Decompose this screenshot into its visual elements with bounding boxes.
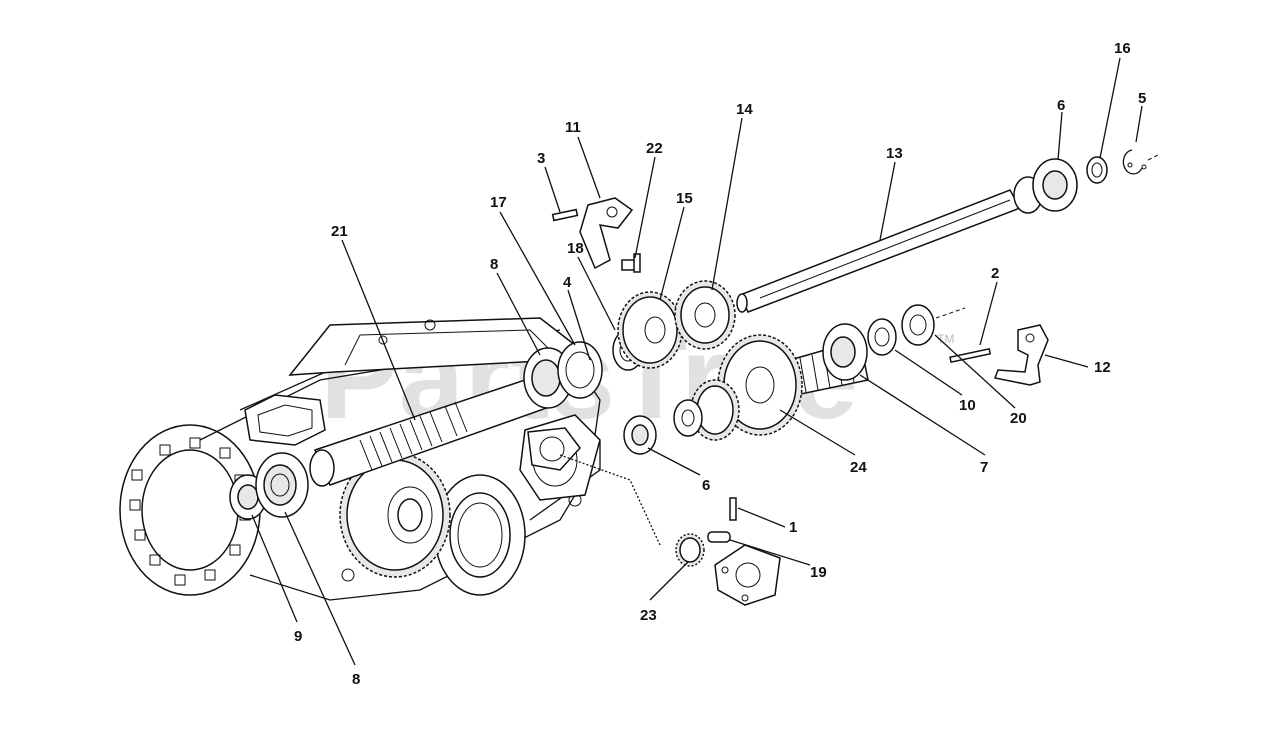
gear-15: [617, 291, 683, 369]
bearing-6-upper: [1013, 158, 1078, 214]
ring-gear: [339, 452, 451, 578]
callout-5: 5: [1138, 90, 1146, 107]
callout-13: 13: [886, 145, 903, 162]
callout-24: 24: [850, 459, 867, 476]
callout-9: 9: [294, 628, 302, 645]
callout-23: 23: [640, 607, 657, 624]
shift-fork-11: [579, 197, 634, 270]
callout-19: 19: [810, 564, 827, 581]
input-shaft-21: [309, 374, 557, 487]
callout-8-upper: 8: [490, 256, 498, 273]
bearing-8-lower: [255, 452, 309, 518]
callout-12: 12: [1094, 359, 1111, 376]
callout-1: 1: [789, 519, 797, 536]
bracket-12: [993, 324, 1049, 386]
callout-6-upper: 6: [1057, 97, 1065, 114]
callout-labels: 16 5 6 13 11 3 22 14 17 15 21 18 8 4 2 1…: [294, 40, 1146, 688]
watermark-trademark: TM: [937, 332, 954, 346]
cover-plate: [714, 544, 781, 606]
pin-3: [551, 208, 579, 222]
washer-16: [1086, 156, 1108, 184]
callout-6-lower: 6: [702, 477, 710, 494]
callout-8-lower: 8: [352, 671, 360, 688]
callout-22: 22: [646, 140, 663, 157]
washer-10: [867, 318, 897, 356]
callout-21: 21: [331, 223, 348, 240]
callout-18: 18: [567, 240, 584, 257]
callout-14: 14: [736, 101, 753, 118]
callout-17: 17: [490, 194, 507, 211]
leader-lines: [251, 57, 1143, 666]
pinion-23: [675, 533, 705, 567]
pin-2: [949, 347, 992, 363]
callout-15: 15: [676, 190, 693, 207]
key-22: [621, 253, 641, 273]
bearing-6-lower: [623, 415, 657, 455]
seal-17: [557, 341, 603, 399]
shaft-13: [736, 189, 1022, 313]
gasket-lower: [527, 427, 581, 471]
callout-10: 10: [959, 397, 976, 414]
gear-24: [673, 334, 803, 441]
pin-19: [707, 531, 731, 543]
snap-ring-5: [1122, 149, 1147, 175]
callout-4: 4: [563, 274, 572, 291]
gear-14: [674, 280, 736, 350]
callout-11: 11: [565, 119, 581, 136]
callout-3: 3: [537, 150, 545, 167]
hub-20: [901, 304, 935, 346]
callout-20: 20: [1010, 410, 1027, 427]
bearing-7: [822, 323, 868, 381]
callout-2: 2: [991, 265, 999, 282]
pin-1: [729, 497, 737, 521]
callout-7: 7: [980, 459, 988, 476]
callout-16: 16: [1114, 40, 1131, 57]
transmission-housing: [119, 317, 601, 601]
